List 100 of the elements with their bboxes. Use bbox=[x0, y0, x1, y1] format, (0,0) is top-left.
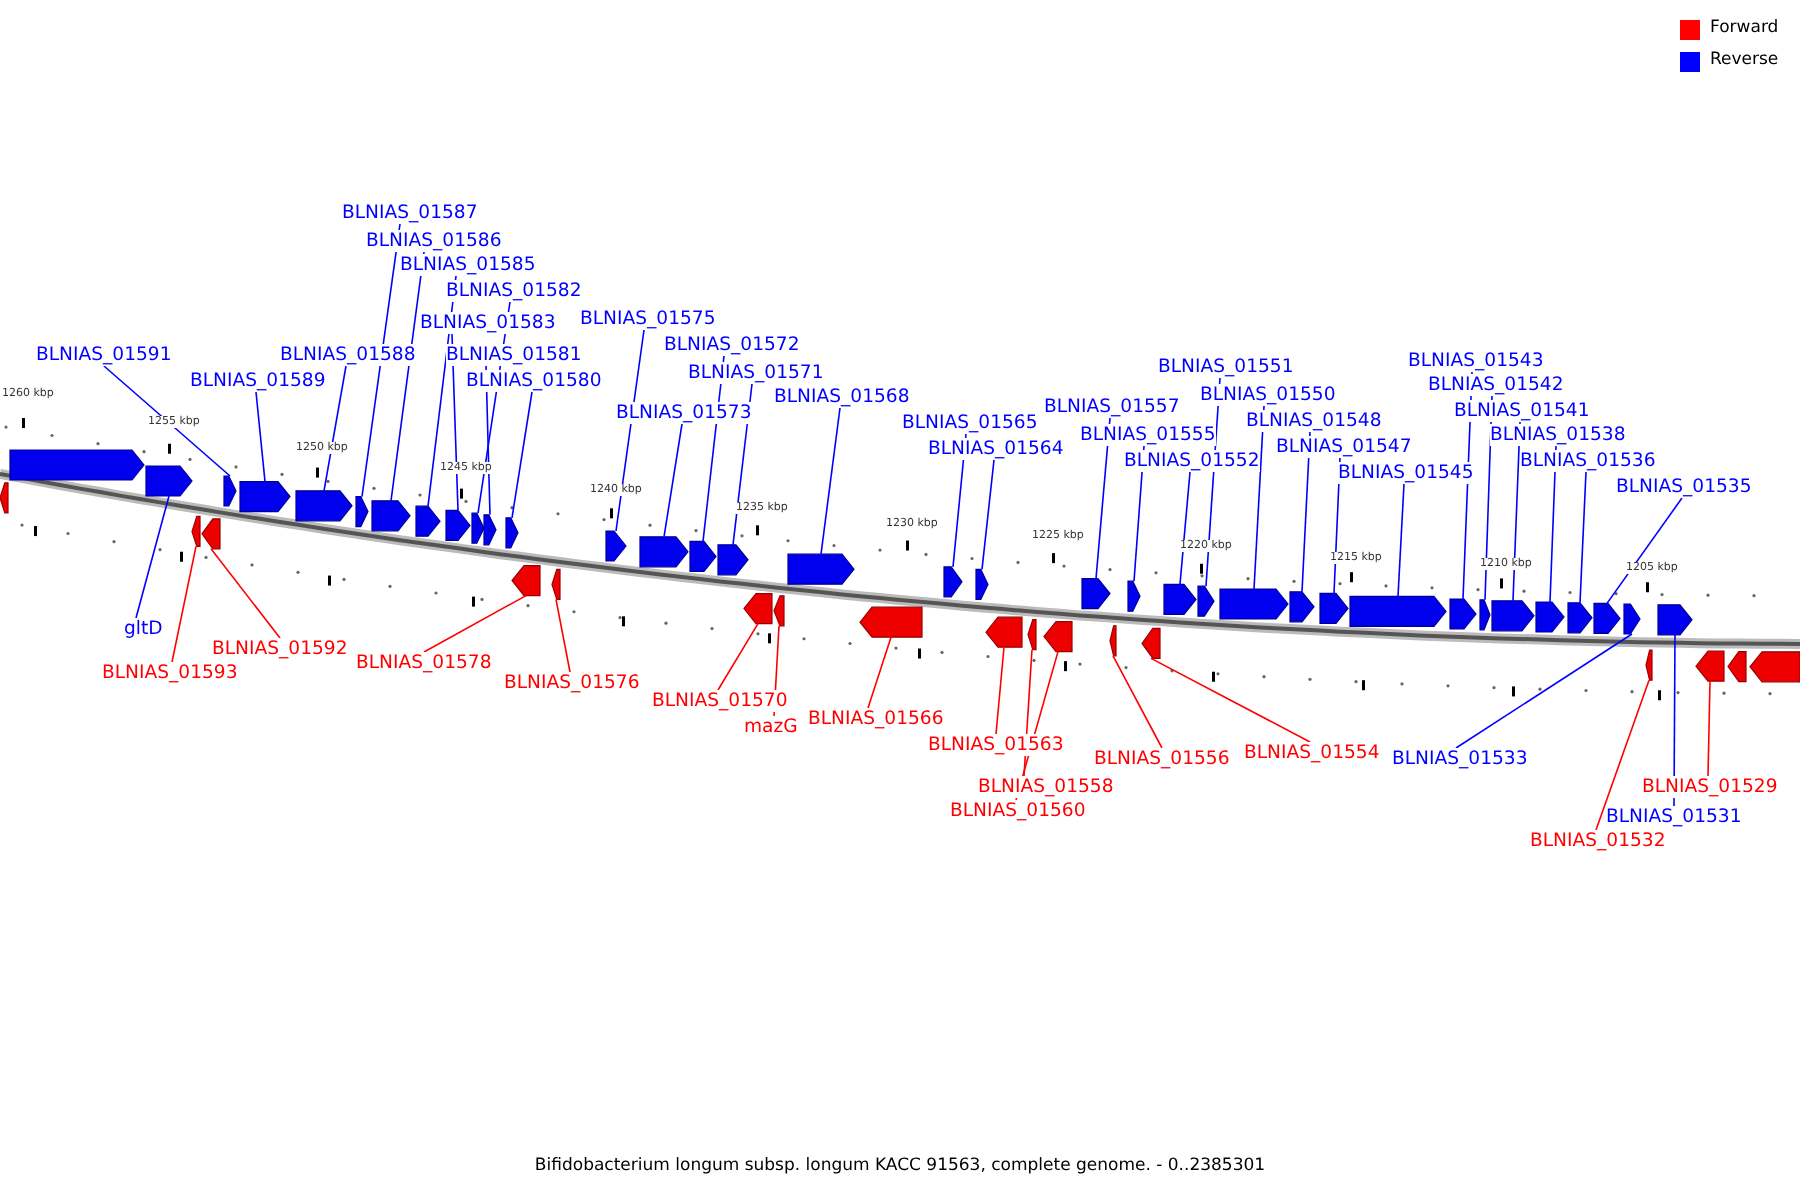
gene-label: BLNIAS_01556 bbox=[1094, 748, 1230, 770]
gene-label: BLNIAS_01575 bbox=[580, 308, 716, 330]
gene-label: BLNIAS_01591 bbox=[36, 344, 172, 366]
gene-feature bbox=[1657, 604, 1693, 636]
leader-line bbox=[323, 365, 347, 492]
gene-label: BLNIAS_01566 bbox=[808, 708, 944, 730]
leader-line bbox=[1707, 680, 1711, 777]
leader-line bbox=[1112, 655, 1163, 749]
gene-label: BLNIAS_01535 bbox=[1616, 476, 1752, 498]
leader-line bbox=[255, 391, 266, 483]
gene-feature bbox=[1043, 621, 1073, 653]
gene-label: BLNIAS_01565 bbox=[902, 412, 1038, 434]
leader-line bbox=[1150, 657, 1311, 743]
gene-label: BLNIAS_01541 bbox=[1454, 400, 1590, 422]
gene-feature bbox=[1593, 602, 1621, 634]
gene-label: BLNIAS_01583 bbox=[420, 312, 556, 334]
gene-label: BLNIAS_01588 bbox=[280, 344, 416, 366]
gene-label: BLNIAS_01536 bbox=[1520, 450, 1656, 472]
gene-label: BLNIAS_01547 bbox=[1276, 436, 1412, 458]
gene-feature bbox=[1081, 578, 1111, 610]
leader-line bbox=[717, 622, 759, 691]
gene-feature bbox=[415, 505, 441, 537]
gene-feature bbox=[859, 606, 923, 638]
gene-label: BLNIAS_01531 bbox=[1606, 806, 1742, 828]
gene-label: BLNIAS_01571 bbox=[688, 362, 824, 384]
gene-label: BLNIAS_01555 bbox=[1080, 424, 1216, 446]
gene-feature bbox=[605, 530, 627, 562]
gene-label: BLNIAS_01593 bbox=[102, 662, 238, 684]
gene-label: BLNIAS_01529 bbox=[1642, 776, 1778, 798]
gene-feature bbox=[1109, 625, 1117, 657]
gene-feature bbox=[1027, 619, 1037, 651]
leader-line bbox=[1606, 497, 1683, 605]
gene-label: BLNIAS_01564 bbox=[928, 438, 1064, 460]
caption: Bifidobacterium longum subsp. longum KACC 91563, complete genome. - 0..2385301 bbox=[534, 1156, 1266, 1176]
gene-feature bbox=[511, 565, 541, 597]
gene-feature bbox=[1645, 649, 1653, 681]
gene-label: BLNIAS_01545 bbox=[1338, 462, 1474, 484]
gene-feature bbox=[471, 512, 485, 544]
leader-line bbox=[867, 636, 892, 709]
gene-label: BLNIAS_01572 bbox=[664, 334, 800, 356]
gene-label: gltD bbox=[124, 618, 163, 640]
leader-line bbox=[1595, 679, 1650, 831]
gene-label: mazG bbox=[744, 716, 798, 738]
gene-feature bbox=[639, 536, 689, 568]
leader-line bbox=[423, 594, 527, 653]
gene-feature bbox=[445, 509, 471, 541]
gene-label: BLNIAS_01532 bbox=[1530, 830, 1666, 852]
gene-label: BLNIAS_01551 bbox=[1158, 356, 1294, 378]
leader-line bbox=[511, 391, 533, 519]
gene-feature bbox=[1141, 627, 1161, 659]
gene-label: BLNIAS_01589 bbox=[190, 370, 326, 392]
gene-label: BLNIAS_01560 bbox=[950, 800, 1086, 822]
leader-line bbox=[210, 548, 281, 639]
gene-feature bbox=[145, 465, 193, 497]
leader-line bbox=[995, 646, 1005, 735]
gene-label: BLNIAS_01573 bbox=[616, 402, 752, 424]
gene-label: BLNIAS_01587 bbox=[342, 202, 478, 224]
gene-label: BLNIAS_01582 bbox=[446, 280, 582, 302]
leader-line bbox=[1455, 633, 1633, 749]
gene-feature bbox=[787, 553, 855, 585]
gene-label: BLNIAS_01578 bbox=[356, 652, 492, 674]
gene-label: BLNIAS_01550 bbox=[1200, 384, 1336, 406]
gene-label: BLNIAS_01558 bbox=[978, 776, 1114, 798]
gene-label: BLNIAS_01580 bbox=[466, 370, 602, 392]
gene-feature bbox=[505, 517, 519, 549]
leader-line bbox=[135, 495, 170, 619]
leader-line bbox=[1673, 634, 1676, 807]
leader-line bbox=[663, 423, 683, 538]
leader-line bbox=[820, 407, 841, 555]
gene-label: BLNIAS_01543 bbox=[1408, 350, 1544, 372]
gene-label: BLNIAS_01576 bbox=[504, 672, 640, 694]
gene-label: BLNIAS_01570 bbox=[652, 690, 788, 712]
gene-label: BLNIAS_01533 bbox=[1392, 748, 1528, 770]
gene-feature bbox=[689, 540, 717, 572]
gene-feature bbox=[1623, 603, 1641, 635]
leader-line bbox=[1397, 483, 1405, 598]
gene-label: BLNIAS_01563 bbox=[928, 734, 1064, 756]
gene-label: BLNIAS_01548 bbox=[1246, 410, 1382, 432]
leader-line bbox=[1253, 405, 1265, 590]
leader-line bbox=[1579, 471, 1587, 604]
gene-feature bbox=[943, 566, 963, 598]
gene-feature bbox=[0, 482, 9, 514]
gene-label: BLNIAS_01554 bbox=[1244, 742, 1380, 764]
gene-feature bbox=[551, 568, 561, 600]
gene-label: BLNIAS_01542 bbox=[1428, 374, 1564, 396]
gene-label: BLNIAS_01552 bbox=[1124, 450, 1260, 472]
gene-label: BLNIAS_01592 bbox=[212, 638, 348, 660]
leader-line bbox=[555, 598, 571, 673]
gene-feature bbox=[1695, 650, 1725, 682]
gene-feature bbox=[1127, 580, 1141, 612]
gene-feature bbox=[1567, 602, 1593, 634]
leader-line bbox=[171, 545, 197, 663]
leader-line bbox=[1179, 471, 1191, 586]
gene-feature bbox=[717, 544, 749, 576]
gene-label: BLNIAS_01568 bbox=[774, 386, 910, 408]
gene-feature bbox=[1535, 601, 1565, 633]
gene-feature bbox=[1163, 583, 1197, 615]
leader-line bbox=[103, 365, 231, 477]
gene-feature bbox=[985, 616, 1023, 648]
gene-label: BLNIAS_01581 bbox=[446, 344, 582, 366]
